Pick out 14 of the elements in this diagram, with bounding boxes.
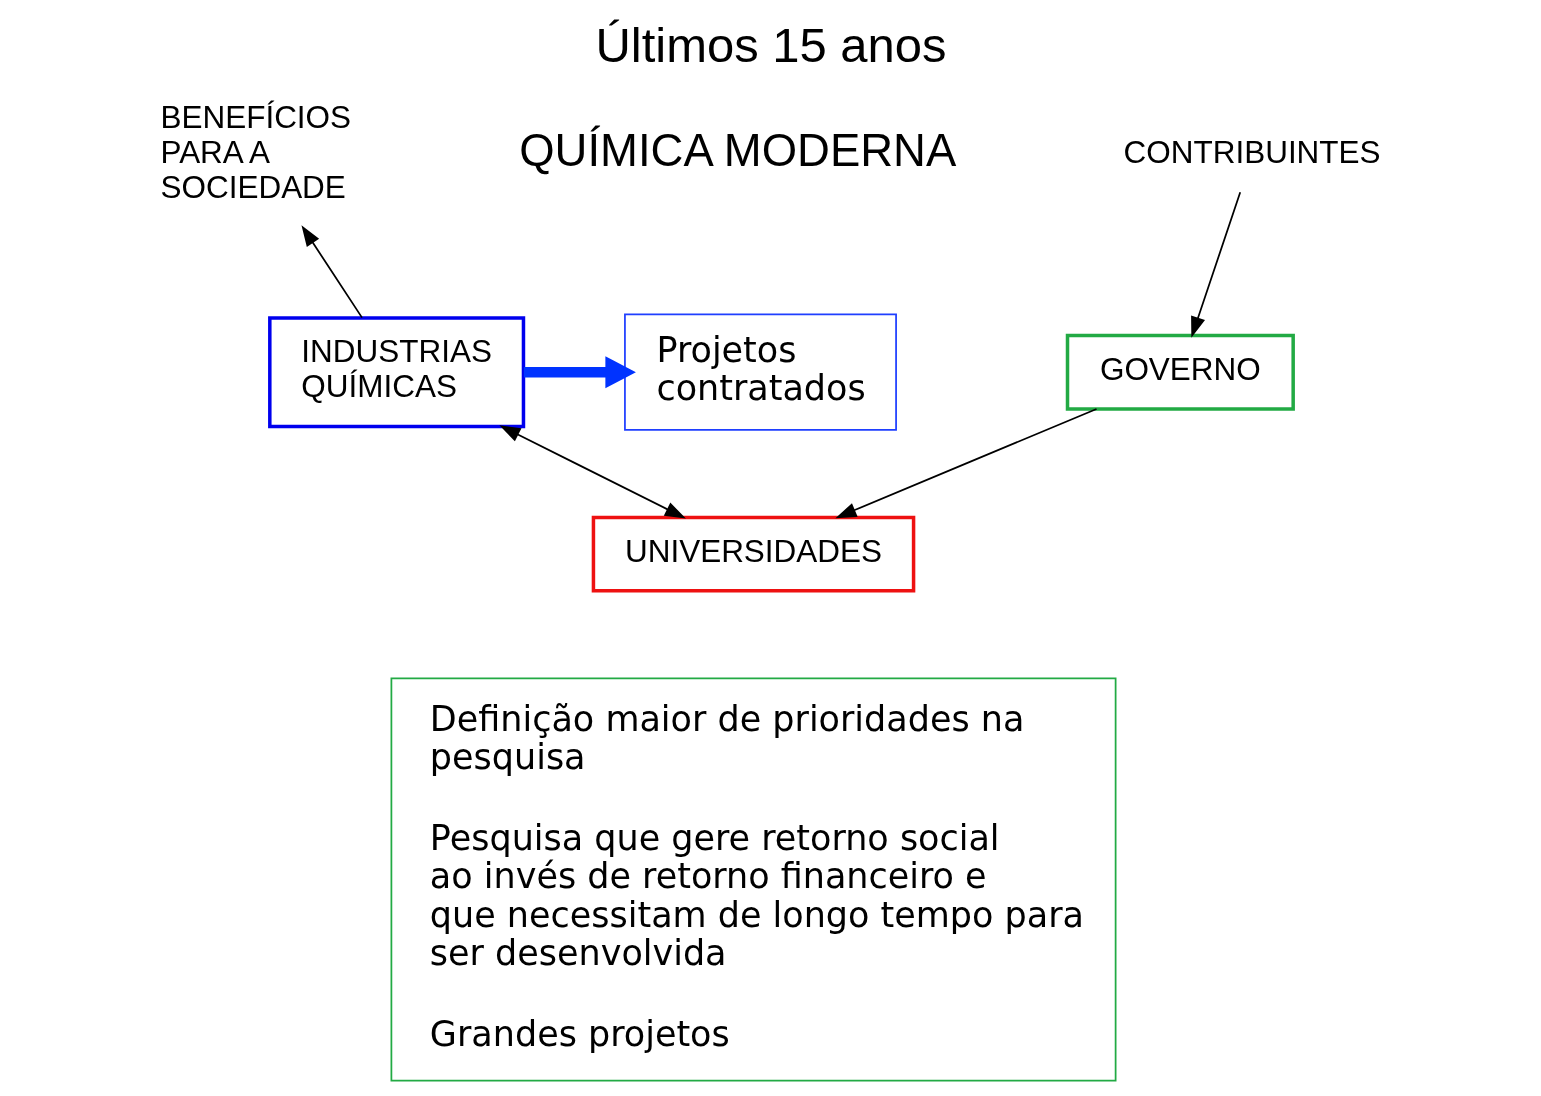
node-text: CONTRIBUINTES <box>1123 134 1381 170</box>
arrow <box>834 408 1097 519</box>
node-box: Definição maior de prioridades na pesquisa Pesquisa que gere retorno social ao invés de retorno financeiro e que necessitam de longo tempo para ser desenvolvida Grandes projetos <box>390 677 1116 1082</box>
node-box: GOVERNO <box>1065 333 1295 411</box>
arrow <box>1190 191 1241 338</box>
node-box: UNIVERSIDADES <box>591 515 915 593</box>
node-text: BENEFÍCIOS PARA A SOCIEDADE <box>159 99 351 205</box>
label: QUÍMICA MODERNA <box>518 125 956 177</box>
node-box: Projetos contratados <box>623 313 897 431</box>
arrow <box>498 425 686 519</box>
node-box: INDUSTRIAS QUÍMICAS <box>267 316 525 429</box>
arrow <box>300 225 363 319</box>
arrow <box>523 356 636 389</box>
diagram-title: Últimos 15 anos <box>594 17 947 72</box>
